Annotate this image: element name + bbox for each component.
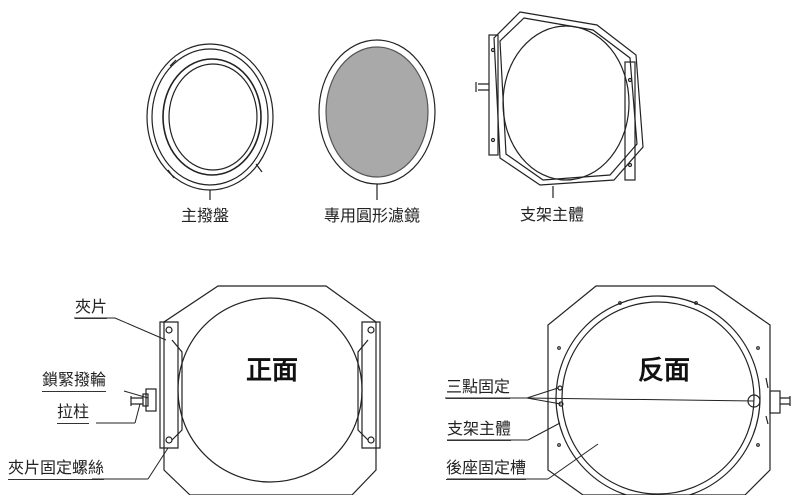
front-view-title: 正面 xyxy=(246,356,299,386)
pull-post-label: 拉柱 xyxy=(57,403,90,424)
clip-label: 夾片 xyxy=(75,298,108,319)
back-holder-body-label: 支架主體 xyxy=(447,420,512,441)
back-view-title: 反面 xyxy=(638,356,691,386)
main-dial-illustration xyxy=(146,43,274,191)
holder-body-label: 支架主體 xyxy=(520,205,585,224)
front-leader-lines xyxy=(74,317,169,480)
three-point-label: 三點固定 xyxy=(446,378,511,399)
lock-dial-label: 鎖緊撥輪 xyxy=(42,371,107,392)
round-filter-illustration xyxy=(318,39,436,185)
rear-slot-label: 後座固定槽 xyxy=(446,459,527,480)
back-holder-illustration xyxy=(547,285,791,495)
round-filter-label: 專用圓形濾鏡 xyxy=(324,206,421,225)
front-holder-illustration xyxy=(130,285,381,495)
clip-screw-label: 夾片固定螺絲 xyxy=(8,459,105,480)
main-dial-label: 主撥盤 xyxy=(181,206,230,225)
holder-body-illustration xyxy=(475,11,644,186)
